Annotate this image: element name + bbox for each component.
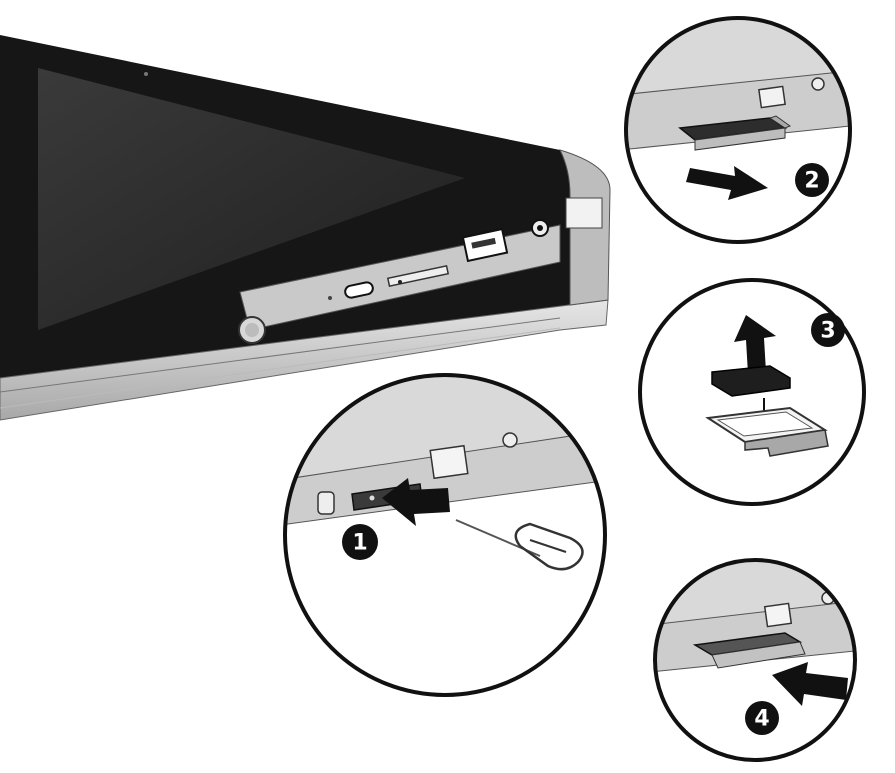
tablet-edge <box>0 299 609 421</box>
sim-slot-icon <box>386 264 450 288</box>
sim-tray-icon <box>692 632 806 669</box>
sim-tray-icon <box>678 115 792 151</box>
step-1-number: 1 <box>352 531 367 556</box>
step-3-badge: 3 <box>811 313 845 347</box>
sim-ejector-pin-icon <box>455 519 584 571</box>
tablet-screen <box>38 68 465 330</box>
arrow-up-icon <box>734 315 776 374</box>
step-4-number: 4 <box>754 707 769 732</box>
sim-card-icon <box>711 365 791 397</box>
step-1-badge: 1 <box>342 524 378 560</box>
tablet-illustration <box>0 35 611 421</box>
camera-icon <box>144 72 148 76</box>
step-1-callout: 1 <box>283 373 607 697</box>
step-2-number: 2 <box>804 169 819 194</box>
step-3-number: 3 <box>820 319 835 344</box>
step-2-callout: 2 <box>624 16 852 244</box>
arrow-left-icon <box>382 478 450 526</box>
usb-c-port-icon <box>344 281 374 299</box>
step-3-callout: 3 <box>638 278 866 506</box>
sim-tray-icon <box>705 406 829 457</box>
step-4-badge: 4 <box>745 701 779 735</box>
arrow-right-icon <box>686 166 768 200</box>
step-4-callout: 4 <box>653 558 857 762</box>
step-2-badge: 2 <box>795 163 829 197</box>
arrow-left-icon <box>772 662 848 706</box>
